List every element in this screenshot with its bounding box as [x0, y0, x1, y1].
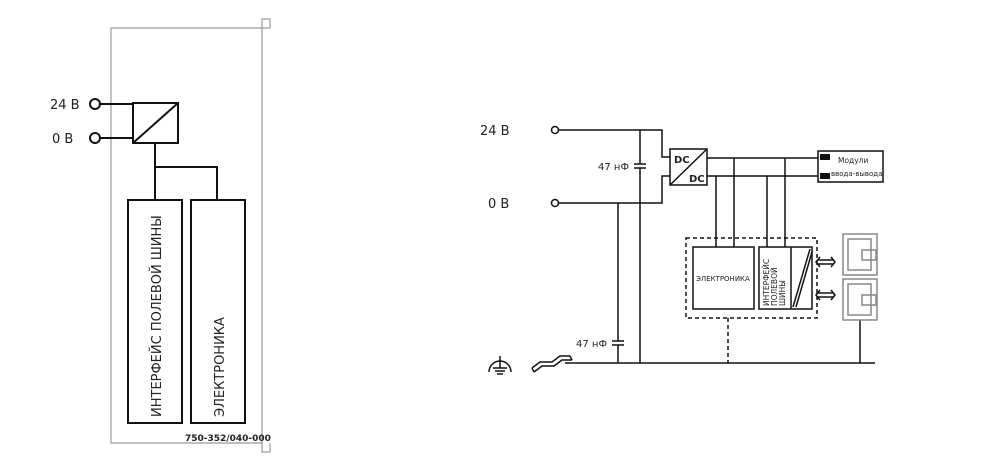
bidirectional-arrow-bottom-icon — [815, 289, 836, 301]
fieldbus-label-right-1: ИНТЕРФЕЙС — [762, 259, 771, 306]
capacitor-top-icon — [634, 163, 646, 169]
din-rail-icon — [531, 355, 573, 373]
fieldbus-interface-block — [127, 199, 183, 424]
capacitor-top-label: 47 нФ — [598, 162, 629, 173]
label-0v-right: 0 В — [488, 197, 509, 212]
io-modules-block — [817, 150, 884, 183]
module-outline — [110, 18, 271, 453]
fieldbus-connector-bottom — [842, 278, 878, 321]
fieldbus-label-right-3: ШИНЫ — [778, 280, 787, 306]
terminal-0v-icon — [89, 132, 101, 144]
label-24v-right: 24 В — [480, 124, 510, 139]
module-dashed-boundary — [685, 237, 818, 319]
dc-dc-converter — [669, 148, 708, 186]
io-connector-bottom-icon — [820, 173, 830, 179]
bidirectional-arrow-top-icon — [815, 256, 836, 268]
electronics-label-right: ЭЛЕКТРОНИКА — [696, 275, 750, 283]
label-0v: 0 В — [52, 132, 73, 147]
fieldbus-label-right-2: ПОЛЕВОЙ — [770, 267, 779, 306]
io-modules-label-2: ввода-вывода — [831, 170, 882, 178]
fieldbus-interface-block-right — [758, 246, 813, 310]
terminal-24v-icon — [89, 98, 101, 110]
capacitor-bottom-label: 47 нФ — [576, 339, 607, 350]
fieldbus-label: ИНТЕРФЕЙС ПОЛЕВОЙ ШИНЫ — [149, 215, 165, 417]
ground-icon — [488, 356, 512, 375]
electronics-label: ЭЛЕКТРОНИКА — [213, 317, 228, 417]
fieldbus-connector-top — [842, 233, 878, 276]
converter-in-label: DC — [674, 155, 690, 166]
terminal-0v-right-icon — [550, 198, 560, 208]
io-modules-label-1: Модули — [838, 156, 868, 165]
electronics-block-right — [692, 246, 755, 310]
part-number: 750-352/040-000 — [185, 434, 271, 444]
terminal-24v-right-icon — [550, 125, 560, 135]
capacitor-bottom-icon — [612, 340, 624, 346]
io-connector-top-icon — [820, 154, 830, 160]
label-24v: 24 В — [50, 98, 80, 113]
electronics-block — [190, 199, 246, 424]
converter-out-label: DC — [689, 174, 705, 185]
